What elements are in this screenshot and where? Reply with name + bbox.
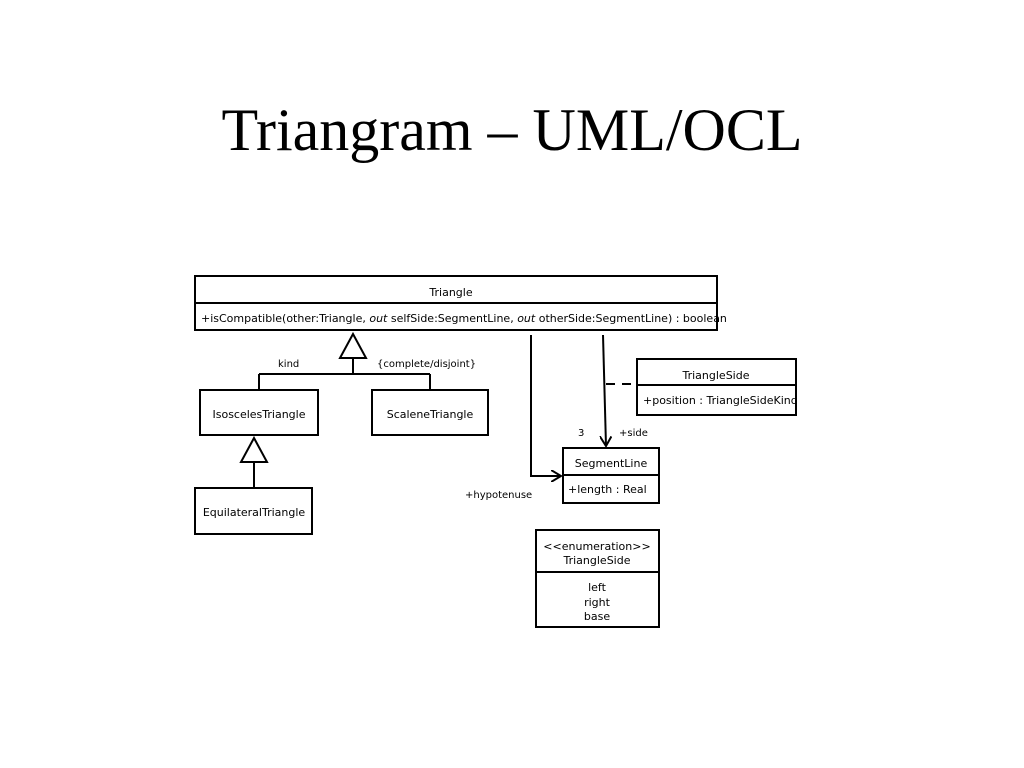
class-triangle[interactable]: Triangle +isCompatible(other:Triangle, o…: [194, 275, 727, 331]
triangle-side-attribute-position: +position : TriangleSideKind: [643, 394, 798, 407]
class-scalene-name: ScaleneTriangle: [387, 408, 474, 421]
role-hypotenuse-label: +hypotenuse: [465, 490, 532, 501]
role-side-label: +side: [619, 428, 648, 439]
segment-line-attribute-length: +length : Real: [568, 483, 647, 496]
triangle-operation-is-compatible: +isCompatible(other:Triangle, out selfSi…: [201, 312, 727, 325]
enumeration-name: TriangleSide: [563, 554, 631, 567]
enumeration-literal: base: [584, 610, 610, 623]
class-segment-line-name: SegmentLine: [575, 457, 648, 470]
generalization-constraint-label: {complete/disjoint}: [377, 359, 476, 370]
class-scalene-triangle[interactable]: ScaleneTriangle: [371, 389, 489, 436]
enumeration-stereotype: <<enumeration>>: [543, 540, 650, 553]
class-triangle-name: Triangle: [428, 286, 472, 299]
multiplicity-label: 3: [578, 428, 584, 439]
enumeration-triangle-side[interactable]: <<enumeration>> TriangleSide left right …: [535, 529, 660, 628]
association-side[interactable]: [603, 334, 606, 446]
class-isosceles-triangle[interactable]: IsoscelesTriangle: [199, 389, 319, 436]
generalization-equilateral-isosceles: [239, 435, 269, 488]
enumeration-literal: right: [584, 596, 611, 609]
class-equilateral-triangle[interactable]: EquilateralTriangle: [194, 487, 313, 535]
discriminator-kind-label: kind: [278, 359, 299, 370]
association-hypotenuse[interactable]: [530, 335, 561, 476]
class-equilateral-name: EquilateralTriangle: [203, 506, 306, 519]
generalization-triangle-subclasses: [258, 331, 431, 390]
class-triangle-side-name: TriangleSide: [682, 369, 750, 382]
class-segment-line[interactable]: SegmentLine +length : Real: [562, 447, 660, 504]
class-isosceles-name: IsoscelesTriangle: [212, 408, 305, 421]
slide-title: Triangram – UML/OCL: [221, 97, 803, 163]
class-triangle-side[interactable]: TriangleSide +position : TriangleSideKin…: [636, 358, 798, 416]
enumeration-literal: left: [588, 581, 607, 594]
